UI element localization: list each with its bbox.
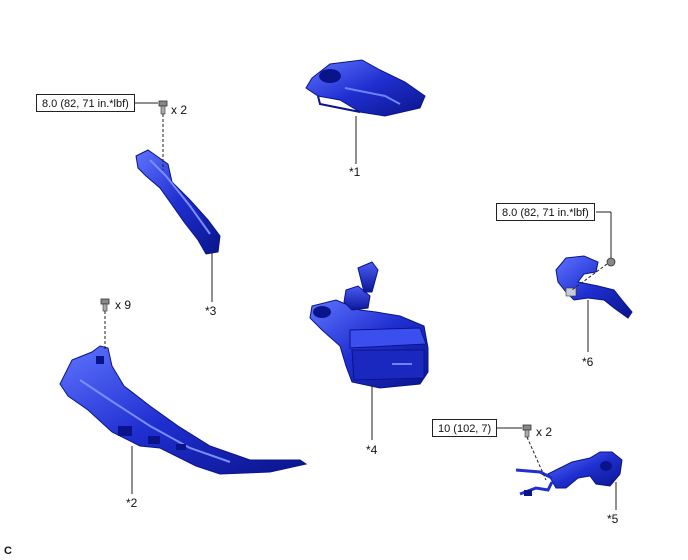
bolt-icon	[158, 100, 168, 115]
quantity-label: x 2	[171, 103, 188, 117]
quantity-label: x 9	[115, 298, 132, 312]
figure-code: C	[4, 545, 12, 557]
torque-spec-box: 8.0 (82, 71 in.*lbf)	[36, 94, 135, 112]
part-3-bracket	[135, 149, 221, 255]
part-callout-2: *2	[126, 496, 138, 510]
part-2-support	[59, 345, 308, 475]
part-callout-3: *3	[205, 304, 217, 318]
part-1-engine-cover	[305, 59, 426, 117]
torque-spec-box: 8.0 (82, 71 in.*lbf)	[496, 203, 595, 221]
bolt-icon	[522, 424, 532, 438]
quantity-label: x 2	[536, 425, 553, 439]
torque-spec-box: 10 (102, 7)	[432, 419, 498, 437]
part-callout-5: *5	[607, 512, 619, 526]
part-callout-1: *1	[349, 165, 361, 179]
part-4-air-cleaner	[309, 261, 429, 389]
bolt-icon	[606, 257, 616, 267]
bolt-icon	[100, 298, 110, 312]
part-5-bracket	[515, 451, 623, 496]
part-callout-4: *4	[366, 443, 378, 457]
dashed-bolt-line-5	[526, 436, 547, 481]
part-6-hose	[555, 255, 633, 319]
part-callout-6: *6	[582, 355, 594, 369]
dashed-bolt-line-6	[571, 263, 608, 291]
